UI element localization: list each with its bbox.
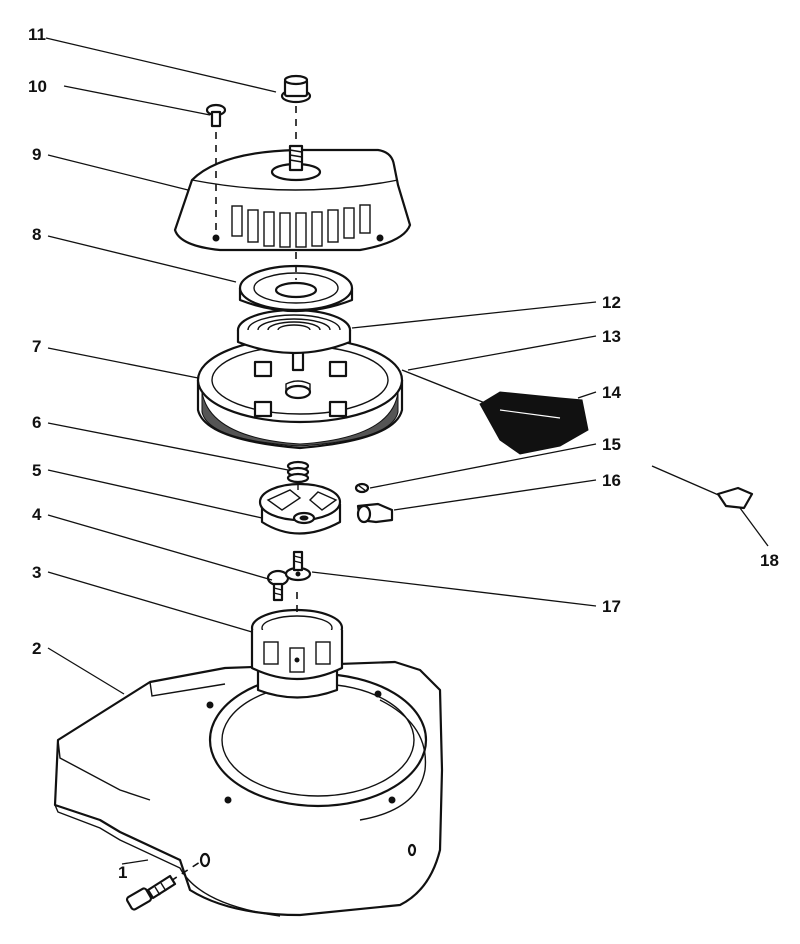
part-8-spring-retainer	[238, 264, 354, 313]
part-12-recoil-spring	[236, 308, 352, 355]
callout-18: 18	[760, 551, 779, 570]
callout-17: 17	[602, 597, 621, 616]
part-11-nut	[280, 74, 312, 145]
callout-3: 3	[32, 563, 41, 582]
callout-16: 16	[602, 471, 621, 490]
callout-10: 10	[28, 77, 47, 96]
part-4-screw	[266, 569, 290, 602]
part-6-spring	[286, 460, 310, 490]
part-5-retainer	[258, 482, 342, 535]
callout-8: 8	[32, 225, 41, 244]
callout-9: 9	[32, 145, 41, 164]
part-9-starter-housing	[173, 144, 412, 252]
callout-13: 13	[602, 327, 621, 346]
callout-1: 1	[118, 863, 127, 882]
callout-12: 12	[602, 293, 621, 312]
part-10-bolt	[205, 103, 227, 232]
callout-15: 15	[602, 435, 621, 454]
leader-lines	[45, 37, 769, 865]
part-3-starter-cup	[250, 592, 344, 699]
part-7-pulley	[196, 336, 404, 450]
part-17-washer-screw	[284, 550, 312, 582]
callout-labels: 11 10 9 8 12 13 7 14 6 15 5 16 4 3 17 2 …	[28, 25, 779, 882]
callout-7: 7	[32, 337, 41, 356]
part-16-pawl	[356, 502, 394, 524]
callout-2: 2	[32, 639, 41, 658]
callout-11: 11	[28, 25, 46, 44]
part-15-pawl-spring	[354, 482, 370, 494]
part-2-blower-housing	[53, 660, 444, 917]
callout-5: 5	[32, 461, 41, 480]
part-18-rope-tool	[651, 465, 754, 510]
part-14-handle	[479, 391, 589, 455]
part-1-bolt	[125, 861, 201, 911]
callout-6: 6	[32, 413, 41, 432]
callout-14: 14	[602, 383, 621, 402]
part-13-rope	[401, 369, 491, 406]
callout-4: 4	[32, 505, 42, 524]
